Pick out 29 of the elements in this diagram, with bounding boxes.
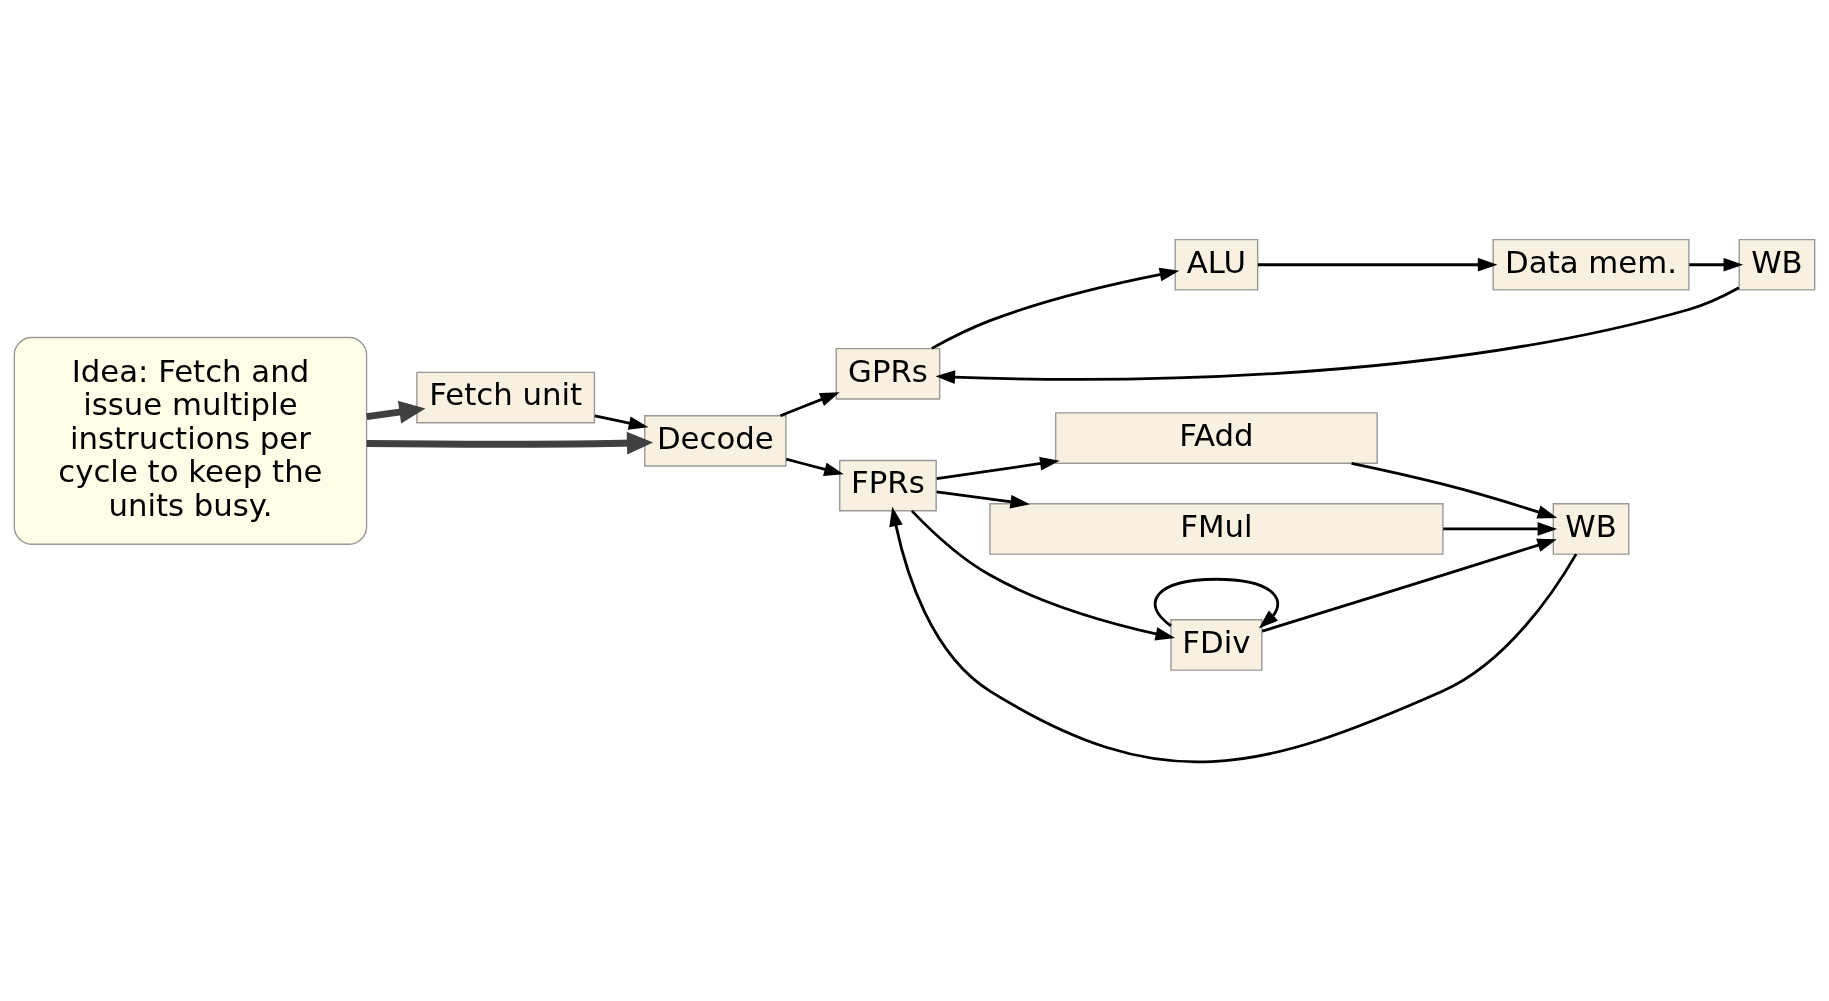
arrow [779, 391, 840, 417]
node-box: WB [1552, 502, 1630, 555]
arrow [1351, 461, 1558, 519]
node-box: Decode [644, 414, 787, 467]
node-box: Fetch unit [416, 371, 596, 423]
arrow [366, 431, 654, 455]
arrow [1257, 257, 1498, 272]
arrow [594, 414, 649, 430]
node-box: FMul [989, 502, 1444, 555]
arrow [1689, 257, 1744, 272]
arrow [936, 490, 1030, 509]
node-box: FAdd [1055, 411, 1378, 464]
arrow [931, 267, 1180, 350]
arrow [366, 400, 426, 423]
node-box: WB [1738, 238, 1816, 291]
node-box: Data mem. [1492, 238, 1690, 291]
node-box: GPRs [835, 347, 941, 400]
node-box: FPRs [839, 459, 937, 511]
arrow [785, 457, 844, 476]
node-box: FDiv [1170, 618, 1263, 671]
node-box: ALU [1174, 238, 1259, 291]
arrow [1261, 538, 1557, 633]
arrow [910, 509, 1176, 641]
arrow [936, 456, 1060, 480]
arrow [1443, 521, 1558, 536]
arrow [889, 506, 1578, 763]
arrow [1153, 577, 1280, 629]
arrow [935, 286, 1740, 384]
node-box: Idea: Fetch and issue multiple instructions per cycle to keep the units busy. [13, 336, 368, 545]
